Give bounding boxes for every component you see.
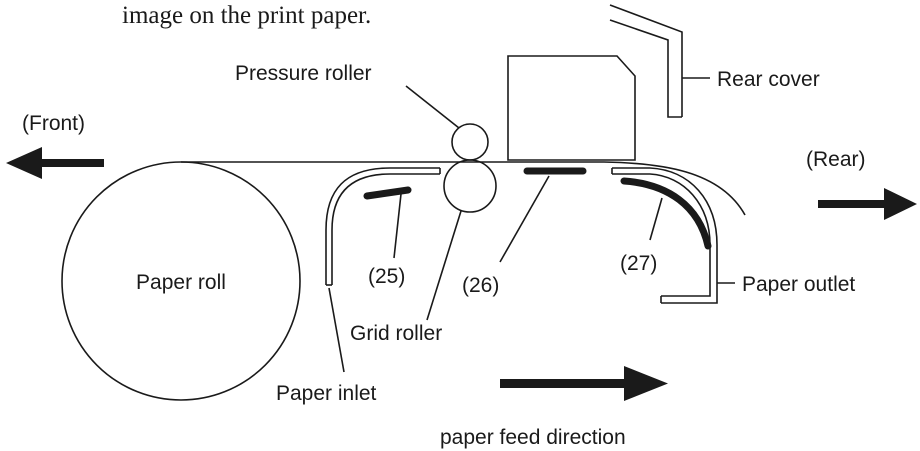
feed-direction-label: paper feed direction <box>440 426 626 449</box>
paper-inlet-label: Paper inlet <box>276 382 377 405</box>
rear-cover-outer <box>609 4 683 117</box>
caption-text: image on the print paper. <box>122 2 371 29</box>
feed-arrow-shaft <box>500 379 628 388</box>
paper-outlet-label: Paper outlet <box>742 273 855 296</box>
print-head-block <box>507 55 636 161</box>
rear-label: (Rear) <box>806 148 866 171</box>
element-25-bar <box>363 186 412 200</box>
element-27-leader <box>649 197 663 241</box>
paper-inlet-leader <box>328 287 345 373</box>
grid-roller-circle <box>443 159 497 213</box>
front-arrow-shaft <box>40 159 104 167</box>
outlet-guide-outer <box>612 167 718 304</box>
front-arrow-head <box>6 147 42 179</box>
paper-roll-label: Paper roll <box>136 271 226 294</box>
element-26-label: (26) <box>462 274 499 297</box>
element-25-leader <box>393 193 402 259</box>
paper-sheet-line <box>181 161 746 216</box>
element-26-leader <box>499 175 550 263</box>
front-label: (Front) <box>22 112 85 135</box>
feed-arrow-head <box>624 366 668 401</box>
rear-cover-label: Rear cover <box>717 68 820 91</box>
element-27-label: (27) <box>620 252 657 275</box>
pressure-roller-leader <box>405 85 460 129</box>
grid-roller-label: Grid roller <box>350 322 442 345</box>
rear-cover-inner <box>609 19 682 118</box>
element-27-bar <box>620 177 712 250</box>
rear-arrow-shaft <box>818 200 888 208</box>
pressure-roller-circle <box>451 123 489 161</box>
pressure-roller-label: Pressure roller <box>235 62 372 85</box>
inlet-guide-inner <box>331 173 440 285</box>
inlet-guide-outer <box>325 167 440 285</box>
rear-arrow-head <box>884 188 917 220</box>
element-25-label: (25) <box>368 265 405 288</box>
grid-roller-leader <box>426 210 462 321</box>
